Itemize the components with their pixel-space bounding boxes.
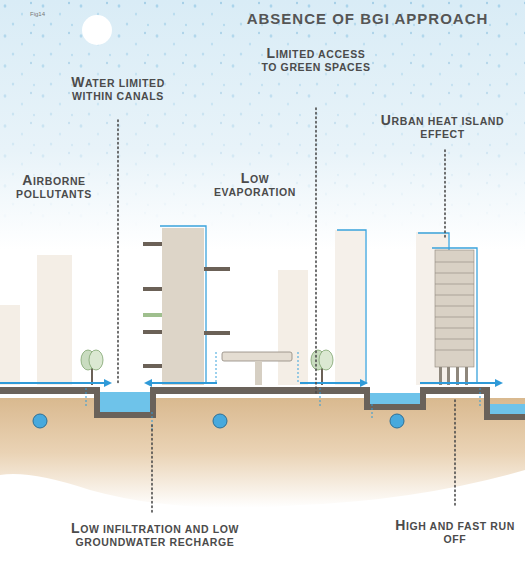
building: [0, 305, 20, 385]
callout-label: HIGH AND FAST RUN OFF: [390, 517, 520, 545]
canopy: [222, 352, 292, 361]
callout-label: AIRBORNE POLLUTANTS: [4, 172, 104, 200]
tree: [311, 350, 333, 385]
building: [162, 228, 204, 385]
balcony: [204, 267, 230, 271]
building: [335, 230, 365, 385]
canal-water: [100, 392, 150, 412]
balcony: [204, 331, 230, 335]
ground-slab: [0, 387, 525, 420]
building: [435, 250, 474, 367]
balcony: [143, 330, 162, 334]
callout-label: LOW EVAPORATION: [205, 170, 305, 198]
building: [278, 270, 308, 385]
heat-outline: [432, 248, 477, 384]
figure-number: Fig14: [30, 11, 70, 18]
drain-pipe: [213, 414, 227, 428]
floor-lines: [435, 262, 474, 350]
runoff-arrows: [0, 379, 503, 387]
heat-outline: [337, 230, 366, 384]
rain: [0, 0, 525, 230]
heat-outline: [160, 226, 206, 384]
canopy-post: [255, 361, 262, 385]
sky: [0, 0, 525, 250]
balcony: [143, 364, 162, 368]
balcony: [143, 242, 162, 246]
balcony: [143, 313, 162, 317]
balcony: [143, 287, 162, 291]
callout-label: LIMITED ACCESS TO GREEN SPACES: [258, 45, 374, 73]
callout-label: URBAN HEAT ISLAND EFFECT: [380, 112, 505, 140]
drain-pipe: [390, 414, 404, 428]
diagram-title: ABSENCE OF BGI APPROACH: [215, 10, 520, 27]
canal-water: [490, 404, 525, 414]
drain-pipe: [33, 414, 47, 428]
canal-water: [370, 393, 420, 404]
building: [37, 255, 72, 385]
sun: [82, 15, 112, 45]
callout-label: LOW INFILTRATION AND LOW GROUNDWATER REC…: [60, 520, 250, 548]
tree: [81, 350, 103, 385]
leader-lines: [118, 108, 455, 512]
heat-outline: [216, 352, 298, 384]
soil: [0, 398, 525, 508]
callout-label: WATER LIMITED WITHIN CANALS: [62, 74, 174, 102]
infiltration-arrows: [86, 388, 480, 430]
